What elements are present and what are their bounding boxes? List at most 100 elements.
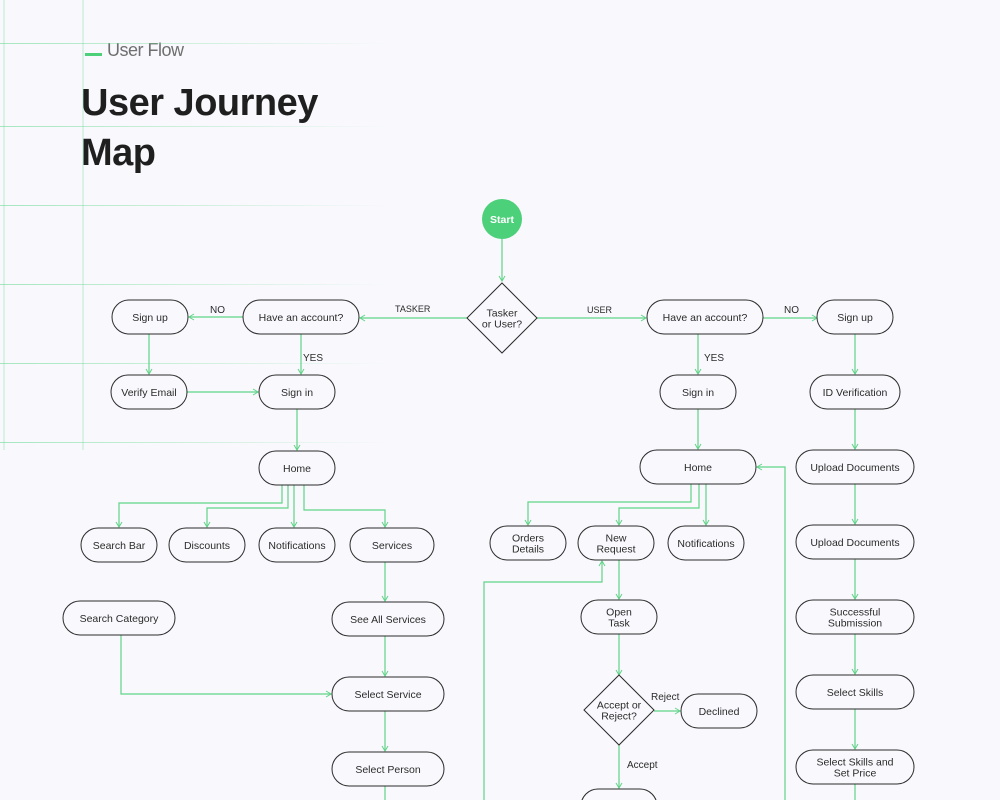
section-kicker: User Flow	[85, 40, 184, 61]
background-grid	[0, 0, 390, 450]
node-select-service[interactable]: Select Service	[331, 676, 445, 712]
process-pill	[795, 674, 915, 710]
grid-line	[0, 284, 390, 285]
node-notifications-user[interactable]: Notifications	[667, 525, 745, 561]
process-pill	[111, 299, 189, 335]
node-signup-user[interactable]: Sign up	[816, 299, 894, 335]
node-signin-user[interactable]: Sign in	[659, 374, 737, 410]
process-pill	[667, 525, 745, 561]
node-notifications-tasker[interactable]: Notifications	[258, 527, 336, 563]
kicker-text: User Flow	[107, 40, 184, 60]
process-pill	[258, 450, 336, 486]
node-label: New	[605, 533, 626, 545]
node-start[interactable]: Start	[482, 199, 522, 239]
node-select-skills[interactable]: Select Skills	[795, 674, 915, 710]
node-upload-documents-2[interactable]: Upload Documents	[795, 524, 915, 560]
node-label: Search Category	[80, 613, 160, 625]
node-label: Upload Documents	[810, 537, 899, 549]
process-pill	[795, 449, 915, 485]
process-pill	[258, 527, 336, 563]
process-pill	[331, 751, 445, 787]
node-declined[interactable]: Declined	[680, 693, 758, 729]
node-upload-documents-1[interactable]: Upload Documents	[795, 449, 915, 485]
node-search-bar[interactable]: Search Bar	[80, 527, 158, 563]
node-label: Home	[283, 463, 311, 475]
node-select-person[interactable]: Select Person	[331, 751, 445, 787]
node-discounts[interactable]: Discounts	[168, 527, 246, 563]
start-circle	[482, 199, 522, 239]
node-label: Tasker	[487, 308, 518, 320]
node-label: Orders	[512, 533, 544, 545]
node-label: Select Person	[355, 764, 421, 776]
edges	[115, 239, 859, 800]
node-label: Have an account?	[259, 312, 344, 324]
node-label: Select Service	[354, 689, 421, 701]
node-have-account-user[interactable]: Have an account?	[646, 299, 764, 335]
node-label: Submission	[828, 618, 882, 630]
edge-label-no-right: NO	[784, 305, 799, 316]
process-pill	[110, 374, 188, 410]
node-label: See All Services	[350, 614, 426, 626]
page-title: User Journey Map	[81, 78, 318, 178]
node-label: Services	[372, 540, 412, 552]
edge-label-yes-right: YES	[704, 353, 724, 364]
node-home-tasker[interactable]: Home	[258, 450, 336, 486]
node-signup-tasker[interactable]: Sign up	[111, 299, 189, 335]
grid-line	[0, 363, 390, 364]
edge-label-yes-left: YES	[303, 353, 323, 364]
node-label: Select Skills and	[816, 757, 893, 769]
node-label: Have an account?	[663, 312, 748, 324]
node-home-user[interactable]: Home	[639, 449, 757, 485]
connector-arrow	[120, 635, 332, 698]
node-label: Reject?	[601, 711, 637, 723]
node-label: Sign in	[682, 387, 714, 399]
node-label: Start	[490, 214, 514, 226]
node-label: Accept or	[597, 700, 642, 712]
node-label: Sign up	[837, 312, 873, 324]
process-pill	[577, 525, 655, 561]
node-search-category[interactable]: Search Category	[62, 600, 176, 636]
process-pill	[795, 749, 915, 785]
node-label: Sign in	[281, 387, 313, 399]
process-pill	[258, 374, 336, 410]
process-pill	[659, 374, 737, 410]
node-label: Request	[596, 544, 635, 556]
edge-label-no-left: NO	[210, 305, 225, 316]
node-id-verification[interactable]: ID Verification	[809, 374, 901, 410]
node-label: Sign up	[132, 312, 168, 324]
process-pill	[168, 527, 246, 563]
connector-arrow	[615, 484, 700, 526]
node-have-account-tasker[interactable]: Have an account?	[242, 299, 360, 335]
node-label: Declined	[699, 706, 740, 718]
node-label: Search Bar	[93, 540, 146, 552]
process-pill	[580, 599, 658, 635]
page-title-line-1: User Journey	[81, 82, 318, 124]
node-signin-tasker[interactable]: Sign in	[258, 374, 336, 410]
decision-diamond	[583, 674, 655, 746]
node-services[interactable]: Services	[349, 527, 435, 563]
process-pill	[331, 601, 445, 637]
node-label: Successful	[830, 607, 881, 619]
node-label: or User?	[482, 319, 522, 331]
node-label: Discounts	[184, 540, 230, 552]
node-label: Notifications	[677, 538, 734, 550]
node-see[interactable]: See	[581, 788, 657, 800]
process-pill	[795, 524, 915, 560]
process-pill	[581, 788, 657, 800]
connector-arrow	[756, 463, 786, 800]
node-label: Open	[606, 607, 632, 619]
connector-arrow	[483, 560, 606, 800]
node-label: Select Skills	[827, 687, 884, 699]
node-see-all-services[interactable]: See All Services	[331, 601, 445, 637]
grid-line	[0, 205, 390, 206]
node-verify-email[interactable]: Verify Email	[110, 374, 188, 410]
